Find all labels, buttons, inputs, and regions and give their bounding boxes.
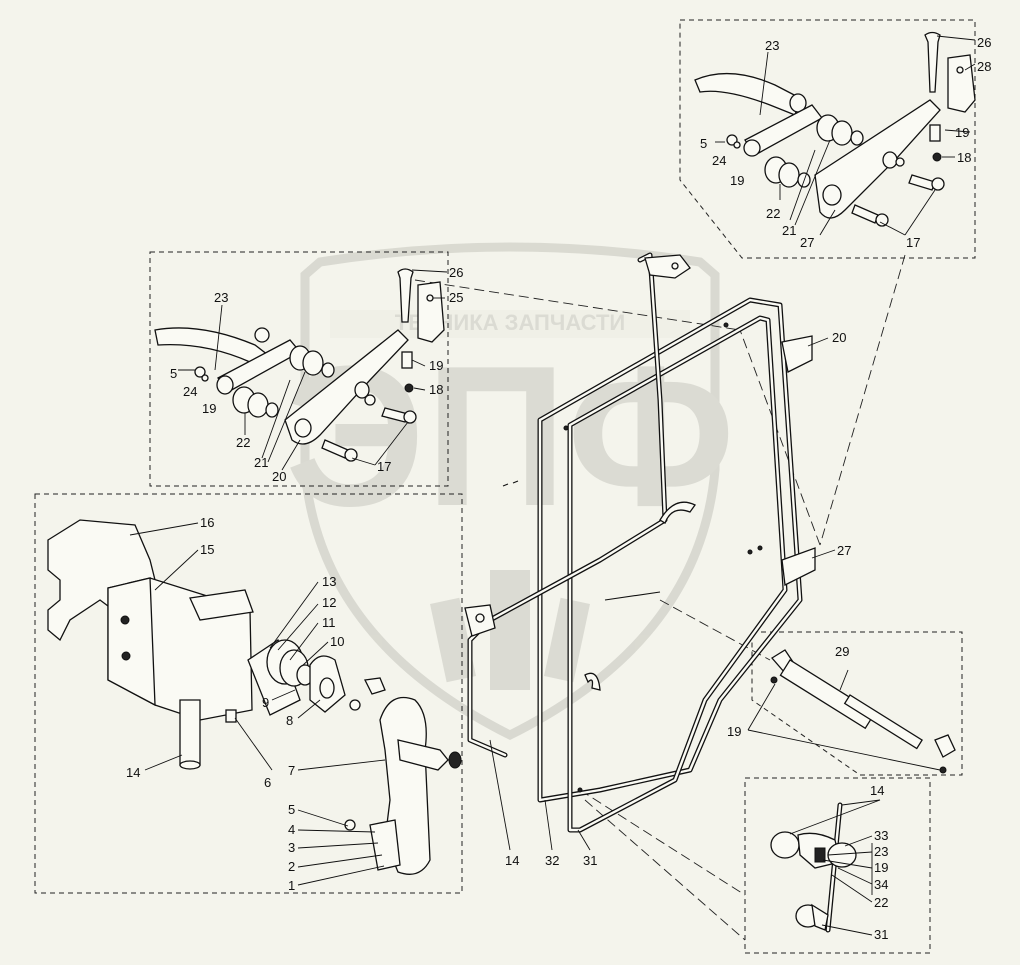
detail-box-middle	[149, 251, 449, 487]
callout-label: 27	[800, 235, 814, 250]
callout-label: 23	[214, 290, 228, 305]
lock-assembly	[47, 519, 462, 875]
door-frame-assembly	[464, 252, 816, 833]
callout-label: 3	[288, 840, 295, 855]
callout-label: 5	[288, 802, 295, 817]
callout-label: 33	[874, 828, 888, 843]
callout-label: 15	[200, 542, 214, 557]
callout-label: 8	[286, 713, 293, 728]
callout-label: 17	[377, 459, 391, 474]
callout-label: 18	[429, 382, 443, 397]
callout-label: 21	[254, 455, 268, 470]
callout-label: 14	[870, 783, 884, 798]
projection-lines	[414, 254, 906, 941]
callout-label: 1	[288, 878, 295, 893]
callout-label: 2	[288, 859, 295, 874]
callout-label: 23	[765, 38, 779, 53]
callout-label: 34	[874, 877, 888, 892]
callouts-door: 20 27 14 32 31	[505, 330, 851, 868]
callout-label: 4	[288, 822, 295, 837]
leader-lines	[129, 35, 976, 936]
callout-label: 23	[874, 844, 888, 859]
callout-label: 5	[170, 366, 177, 381]
detail-box-lock	[34, 493, 463, 894]
callout-label: 17	[906, 235, 920, 250]
callout-label: 27	[837, 543, 851, 558]
callout-label: 19	[874, 860, 888, 875]
callout-label: 19	[730, 173, 744, 188]
callout-label: 19	[202, 401, 216, 416]
callout-label: 6	[264, 775, 271, 790]
callout-label: 12	[322, 595, 336, 610]
callout-label: 11	[322, 615, 336, 630]
callout-label: 19	[429, 358, 443, 373]
callout-label: 26	[977, 35, 991, 50]
detail-box-strut	[751, 631, 963, 776]
callout-label: 16	[200, 515, 214, 530]
clamp-detail	[770, 802, 857, 933]
watermark: ТЕХНИКА ЗАПЧАСТИ ЭПФ	[285, 242, 735, 741]
callout-label: 31	[583, 853, 597, 868]
hinge-assembly-top	[694, 31, 976, 227]
callouts-lock: 16 15 13 12 11 10 9 8 14 6 7 5 4 3 2 1	[126, 515, 344, 893]
callout-label: 25	[449, 290, 463, 305]
callout-label: 19	[727, 724, 741, 739]
callout-label: 20	[832, 330, 846, 345]
gas-strut	[770, 649, 956, 774]
callout-label: 13	[322, 574, 336, 589]
callout-label: 22	[236, 435, 250, 450]
callout-label: 31	[874, 927, 888, 942]
callout-label: 22	[874, 895, 888, 910]
callout-label: 32	[545, 853, 559, 868]
callout-label: 22	[766, 206, 780, 221]
callout-label: 10	[330, 634, 344, 649]
callout-label: 14	[505, 853, 519, 868]
hinge-assembly-middle	[154, 268, 445, 462]
detail-box-top	[679, 19, 976, 259]
callouts-middle: 23 26 25 5 24 19 19 18 22 21 20 17	[170, 265, 463, 484]
callout-label: 9	[262, 695, 269, 710]
callout-label: 7	[288, 763, 295, 778]
callout-label: 19	[955, 125, 969, 140]
callout-label: 29	[835, 644, 849, 659]
callout-label: 18	[957, 150, 971, 165]
callout-label: 14	[126, 765, 140, 780]
callouts-clamp: 14 33 23 19 34 22 31	[870, 783, 888, 942]
callout-label: 24	[712, 153, 726, 168]
callouts-top: 23 26 28 5 24 19 19 18 22 21 27 17	[700, 35, 991, 250]
callout-label: 24	[183, 384, 197, 399]
callout-label: 21	[782, 223, 796, 238]
callout-label: 26	[449, 265, 463, 280]
callout-label: 28	[977, 59, 991, 74]
callout-label: 5	[700, 136, 707, 151]
callout-label: 20	[272, 469, 286, 484]
callouts-strut: 29 19	[727, 644, 849, 739]
